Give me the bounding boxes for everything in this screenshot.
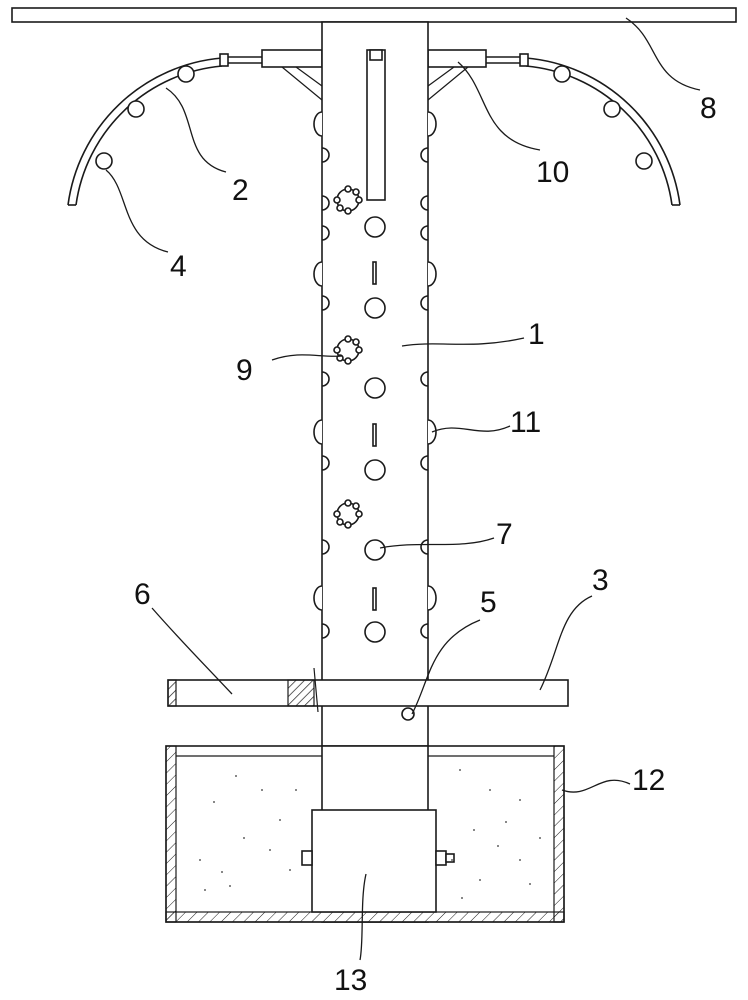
label-4: 4 — [170, 250, 187, 283]
label-8: 8 — [700, 92, 717, 125]
label-13: 13 — [334, 964, 367, 997]
left-arc-shade — [67, 53, 229, 206]
right-arc-shade — [519, 53, 681, 206]
column-holes — [364, 216, 386, 643]
label-6: 6 — [134, 578, 151, 611]
label-10: 10 — [536, 156, 569, 189]
label-3: 3 — [592, 564, 609, 597]
label-9: 9 — [236, 354, 253, 387]
leader-lines — [105, 17, 701, 961]
label-1: 1 — [528, 318, 545, 351]
top-plate — [11, 7, 737, 23]
column-slots — [372, 261, 377, 611]
bottom-block — [301, 809, 455, 913]
label-7: 7 — [496, 518, 513, 551]
sand-dots — [199, 769, 541, 899]
label-5: 5 — [480, 586, 497, 619]
pin-hole — [401, 707, 415, 721]
label-12: 12 — [632, 764, 665, 797]
gear-knobs — [333, 185, 363, 529]
column-slider — [366, 49, 386, 201]
right-arm — [427, 49, 520, 101]
label-11: 11 — [510, 406, 541, 439]
label-2: 2 — [232, 174, 249, 207]
left-arm — [228, 49, 323, 101]
crossbar — [167, 667, 569, 713]
column-notches — [321, 147, 429, 639]
part-labels: 8 10 2 4 1 9 11 7 6 5 3 12 13 — [134, 92, 717, 997]
side-rollers — [313, 111, 437, 611]
